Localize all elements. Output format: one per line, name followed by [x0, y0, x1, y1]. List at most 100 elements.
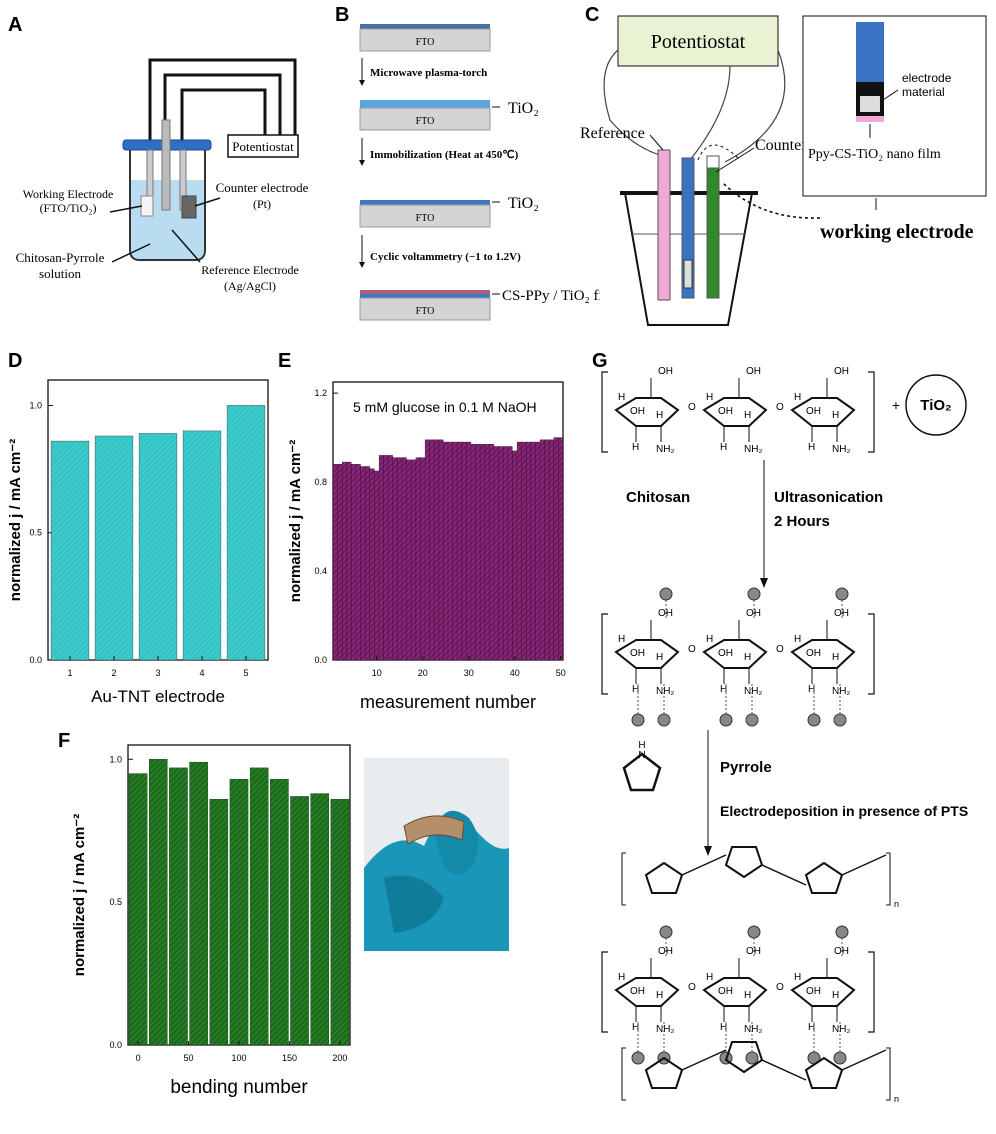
a-solution-sub: solution [39, 266, 81, 281]
bar [466, 441, 472, 661]
svg-text:H: H [632, 442, 639, 453]
svg-text:OH: OH [806, 986, 821, 997]
x-tick-label: 30 [464, 668, 474, 678]
y-tick-label: 0.0 [314, 655, 327, 665]
x-tick-label: 1 [67, 668, 72, 678]
bar [424, 439, 430, 661]
svg-text:NH₂: NH₂ [744, 686, 762, 697]
svg-text:O: O [688, 982, 696, 993]
svg-text:H: H [706, 634, 713, 645]
c-working-electrode-label: working electrode [820, 221, 974, 243]
x-tick-label: 200 [332, 1053, 347, 1063]
a-working-electrode-sub: (FTO/TiO₂) [40, 201, 97, 215]
bar [452, 441, 458, 661]
a-reference-electrode-label: Reference Electrode [201, 263, 299, 277]
svg-text:H: H [720, 442, 727, 453]
svg-text:H: H [744, 410, 751, 421]
bar [406, 459, 412, 661]
x-tick-label: 10 [372, 668, 382, 678]
bar [470, 444, 476, 661]
svg-text:H: H [618, 634, 625, 645]
svg-text:H: H [706, 972, 713, 983]
svg-text:NH₂: NH₂ [656, 444, 674, 455]
b-step2-label: Immobilization (Heat at 450℃) [370, 149, 519, 161]
x-tick-label: 150 [282, 1053, 297, 1063]
svg-text:H: H [794, 634, 801, 645]
a-potentiostat-label: Potentiostat [232, 139, 294, 154]
bar [378, 455, 384, 661]
svg-text:H: H [656, 652, 663, 663]
y-tick-label: 0.8 [314, 477, 327, 487]
bar [229, 779, 249, 1046]
y-tick-label: 0.5 [29, 528, 42, 538]
svg-text:O: O [776, 402, 784, 413]
svg-text:H: H [744, 990, 751, 1001]
svg-text:NH₂: NH₂ [656, 686, 674, 697]
b-tio2-label-2: TiO₂ [508, 195, 539, 212]
svg-text:NH₂: NH₂ [832, 1024, 850, 1035]
svg-text:NH₂: NH₂ [744, 444, 762, 455]
bar [526, 441, 531, 661]
bar [457, 441, 462, 661]
svg-text:OH: OH [746, 366, 761, 377]
svg-text:NH₂: NH₂ [656, 1024, 674, 1035]
svg-text:FTO: FTO [416, 213, 435, 224]
svg-text:OH: OH [658, 366, 673, 377]
panel-label-g: G [592, 350, 608, 372]
chart-annotation: 5 mM glucose in 0.1 M NaOH [353, 399, 537, 415]
y-tick-label: 0.0 [29, 655, 42, 665]
bar [128, 773, 148, 1046]
panel-b-fabrication-steps: FTO Microwave plasma-torch FTO TiO₂ Immo… [359, 24, 600, 321]
x-axis-label: Au-TNT electrode [91, 687, 225, 706]
svg-text:H: H [720, 684, 727, 695]
c-counter-label: Counter [755, 137, 807, 154]
x-tick-label: 100 [231, 1053, 246, 1063]
svg-text:OH: OH [718, 648, 733, 659]
svg-text:H: H [632, 684, 639, 695]
a-counter-electrode-sub: (Pt) [253, 197, 271, 211]
svg-text:H: H [832, 410, 839, 421]
bar [360, 466, 366, 661]
svg-text:H: H [808, 684, 815, 695]
bar [226, 405, 266, 661]
bar [558, 437, 564, 661]
c-electrode-material-label-1: electrode [902, 71, 952, 85]
bar [50, 440, 90, 661]
bar [443, 441, 449, 661]
bar [392, 457, 398, 661]
bar [374, 470, 380, 661]
bar [512, 450, 518, 661]
bar [189, 761, 208, 1046]
bar [369, 468, 375, 661]
x-tick-label: 40 [510, 668, 520, 678]
bar [503, 446, 508, 661]
svg-text:H: H [808, 442, 815, 453]
x-tick-label: 20 [418, 668, 428, 678]
a-counter-electrode-label: Counter electrode [216, 180, 309, 195]
a-reference-electrode-sub: (Ag/AgCl) [224, 279, 276, 293]
b-tio2-label-1: TiO₂ [508, 100, 539, 117]
polypyrrole-chain: n [621, 846, 899, 909]
bar [351, 464, 357, 661]
polypyrrole-chain: n [621, 1041, 899, 1104]
bar [475, 444, 481, 661]
x-tick-label: 0 [136, 1053, 141, 1063]
g-chitosan-label: Chitosan [626, 489, 690, 506]
svg-text:n: n [894, 1094, 899, 1104]
svg-text:NH₂: NH₂ [832, 686, 850, 697]
b-step3-label: Cyclic voltammetry (−1 to 1.2V) [370, 251, 521, 263]
x-tick-label: 2 [111, 668, 116, 678]
svg-text:O: O [776, 644, 784, 655]
svg-text:H: H [618, 392, 625, 403]
svg-text:H: H [744, 652, 751, 663]
x-tick-label: 4 [199, 668, 204, 678]
bar [332, 464, 338, 661]
svg-text:FTO: FTO [416, 116, 435, 127]
panel-c-setup-diagram: Potentiostat Reference Counter electrode… [580, 15, 987, 326]
bar [539, 439, 545, 661]
bar [270, 779, 289, 1046]
